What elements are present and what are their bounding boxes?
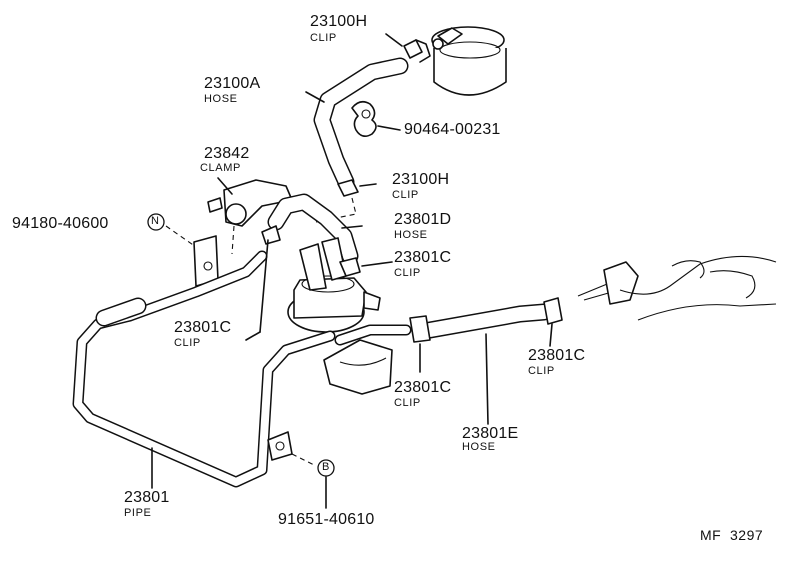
- marker-n-letter: N: [151, 215, 159, 227]
- part-number: 23801C: [394, 249, 452, 266]
- part-number: 23100H: [392, 171, 450, 188]
- part-name: PIPE: [124, 507, 152, 519]
- part-number: 94180-40600: [12, 215, 109, 232]
- part-number: 23801E: [462, 425, 519, 442]
- hose-right-drawing: [334, 297, 563, 425]
- part-number: 23801D: [394, 211, 452, 228]
- part-number: 91651-40610: [278, 511, 375, 528]
- part-number: 23801C: [394, 379, 452, 396]
- part-name: HOSE: [394, 229, 428, 241]
- part-name: CLIP: [394, 397, 421, 409]
- marker-b-letter: B: [322, 461, 330, 473]
- diagram-code: MF 3297: [700, 527, 764, 543]
- clip-top-drawing: [385, 33, 431, 63]
- part-name: CLIP: [310, 32, 337, 44]
- part-number: 23801C: [174, 319, 232, 336]
- clip-mid-drawing: [315, 179, 377, 223]
- marker-n-circle: [147, 213, 165, 231]
- canister-drawing: [323, 339, 393, 395]
- bolt-n-drawing: [165, 225, 219, 287]
- part-name: CLIP: [174, 337, 201, 349]
- fuel-filter-drawing: [431, 26, 507, 96]
- part-number: 23100H: [310, 13, 368, 30]
- part-name: CLIP: [394, 267, 421, 279]
- part-number: 23100A: [204, 75, 261, 92]
- hose-top-drawing: [305, 57, 409, 191]
- part-number: 23801C: [528, 347, 586, 364]
- fuel-tank-drawing: [577, 255, 777, 321]
- part-name: CLIP: [392, 189, 419, 201]
- part-number: 23801: [124, 489, 170, 506]
- part-name: HOSE: [204, 93, 238, 105]
- part-name: CLAMP: [200, 162, 241, 174]
- pipe-drawing: [72, 239, 336, 489]
- marker-b-circle: [317, 459, 335, 477]
- part-name: CLIP: [528, 365, 555, 377]
- hose-mid-drawing: [261, 193, 363, 265]
- part-number: 90464-00231: [404, 121, 501, 138]
- part-name: HOSE: [462, 441, 496, 453]
- part-number: 23842: [204, 145, 250, 162]
- fuel-valve-drawing: [287, 237, 393, 333]
- bolt-clip-drawing: [351, 100, 401, 138]
- clamp-drawing: [207, 177, 293, 255]
